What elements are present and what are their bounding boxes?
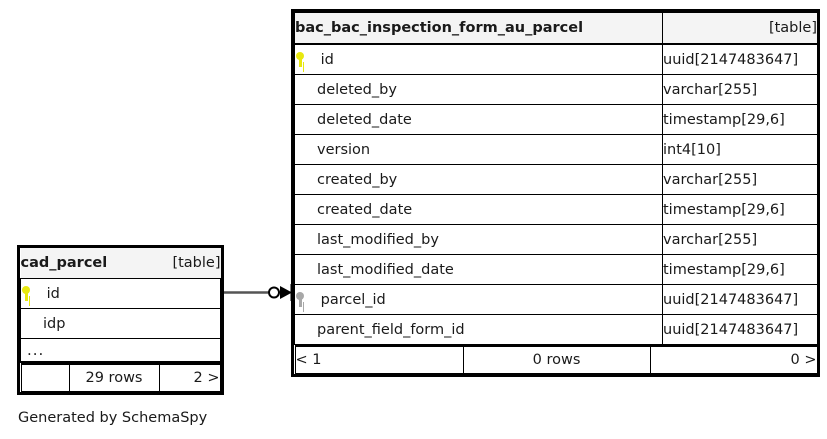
column-cell-last_modified_date: last_modified_date (294, 254, 663, 285)
column-cell-created_date: created_date (294, 194, 663, 225)
column-name: deleted_by (317, 81, 397, 98)
table-footer-row: 29 rows 2 > (20, 362, 221, 392)
column-type: varchar[255] (662, 164, 818, 195)
cardinality-zero-icon (268, 286, 280, 299)
table-row[interactable]: last_modified_by varchar[255] (294, 224, 818, 255)
table-header-row: bac_bac_inspection_form_au_parcel [table… (294, 12, 818, 45)
column-cell-deleted_date: deleted_date (294, 104, 663, 135)
table-cad_parcel[interactable]: cad_parcel [table] id idp ... (17, 245, 224, 395)
table-grid: bac_bac_inspection_form_au_parcel [table… (294, 12, 818, 374)
column-type: varchar[255] (662, 74, 818, 105)
table-row[interactable]: created_date timestamp[29,6] (294, 194, 818, 225)
footer-row-count: 29 rows (68, 363, 160, 392)
column-name: last_modified_by (317, 231, 439, 248)
table-row[interactable]: deleted_date timestamp[29,6] (294, 104, 818, 135)
column-name: created_date (317, 201, 413, 218)
table-row[interactable]: created_by varchar[255] (294, 164, 818, 195)
column-type: timestamp[29,6] (662, 254, 818, 285)
table-row[interactable]: version int4[10] (294, 134, 818, 165)
table-row-truncated: ... (20, 338, 221, 363)
table-footer-row: < 1 0 rows 0 > (294, 344, 818, 374)
column-name: version (317, 141, 371, 158)
column-cell-parcel_id: parcel_id (294, 284, 663, 315)
table-kind-label: [table] (158, 248, 221, 278)
relationship-connector-cad_parcel-to-parcel_id (224, 284, 293, 301)
column-cell-id: id (294, 43, 663, 75)
table-row[interactable]: deleted_by varchar[255] (294, 74, 818, 105)
column-cell-parent_field_form_id: parent_field_form_id (294, 314, 663, 345)
table-row[interactable]: last_modified_date timestamp[29,6] (294, 254, 818, 285)
column-type: varchar[255] (662, 224, 818, 255)
column-cell-idp: idp (20, 308, 221, 339)
generated-by-credit: Generated by SchemaSpy (18, 410, 208, 426)
column-name: created_by (317, 171, 398, 188)
table-title: cad_parcel (20, 248, 159, 278)
column-type: int4[10] (662, 134, 818, 165)
column-name: parent_field_form_id (317, 321, 465, 338)
footer-next-button[interactable]: 0 > (649, 345, 818, 374)
column-cell-id: id (20, 278, 221, 309)
column-name: parcel_id (320, 291, 386, 308)
column-type: timestamp[29,6] (662, 194, 818, 225)
table-row[interactable]: parcel_id uuid[2147483647] (294, 284, 818, 315)
column-cell-deleted_by: deleted_by (294, 74, 663, 105)
footer-prev-button[interactable] (20, 363, 70, 392)
table-row[interactable]: idp (20, 308, 221, 339)
table-row[interactable]: parent_field_form_id uuid[2147483647] (294, 314, 818, 345)
column-name: idp (43, 315, 66, 332)
truncated-marker: ... (20, 338, 221, 363)
footer-next-button[interactable]: 2 > (158, 363, 221, 392)
column-type: uuid[2147483647] (662, 284, 818, 315)
table-grid: cad_parcel [table] id idp ... (20, 248, 221, 392)
table-title: bac_bac_inspection_form_au_parcel (294, 12, 663, 45)
footer-row-count: 0 rows (462, 345, 651, 374)
column-type: uuid[2147483647] (662, 314, 818, 345)
footer-prev-button[interactable]: < 1 (294, 345, 464, 374)
column-name: last_modified_date (317, 261, 454, 278)
key-icon-primary (22, 286, 35, 301)
column-name: id (320, 51, 334, 68)
column-cell-last_modified_by: last_modified_by (294, 224, 663, 255)
key-icon-primary (296, 52, 309, 67)
table-row[interactable]: id (20, 278, 221, 309)
table-header-row: cad_parcel [table] (20, 248, 221, 279)
table-bac_bac_inspection_form_au_parcel[interactable]: bac_bac_inspection_form_au_parcel [table… (291, 9, 820, 377)
column-name: id (46, 285, 60, 302)
column-cell-created_by: created_by (294, 164, 663, 195)
key-icon-foreign (296, 292, 309, 307)
column-cell-version: version (294, 134, 663, 165)
column-name: deleted_date (317, 111, 412, 128)
table-row[interactable]: id uuid[2147483647] (294, 43, 818, 75)
table-kind-label: [table] (662, 12, 818, 45)
column-type: uuid[2147483647] (662, 43, 818, 75)
column-type: timestamp[29,6] (662, 104, 818, 135)
